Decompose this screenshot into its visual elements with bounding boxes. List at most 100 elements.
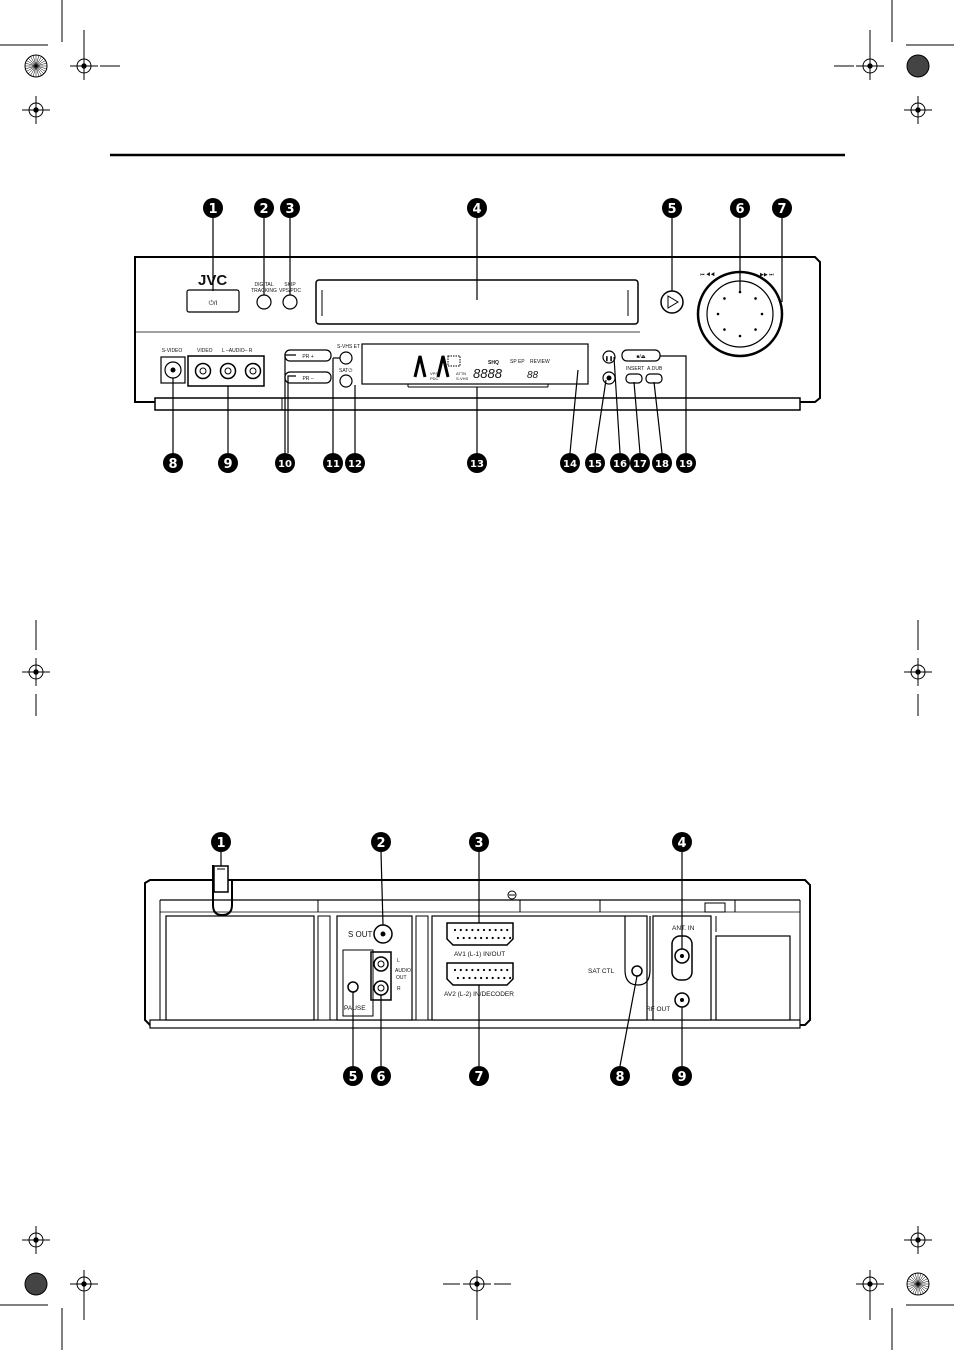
front-callout-4: 4 xyxy=(472,202,481,217)
scart-pin xyxy=(482,968,486,972)
scart-pin xyxy=(485,936,488,940)
scart-pin xyxy=(480,976,483,980)
sat-ctl-label: SAT CTL xyxy=(588,968,615,975)
scart-pin xyxy=(509,936,512,940)
front-callout-19: 19 xyxy=(679,459,693,470)
display-digits-small: 88 xyxy=(527,370,539,381)
rear-leader-lines xyxy=(220,851,683,1067)
fl-display: SHQ SP EP REVIEW 8888 88 VPS PDC ATTN S-… xyxy=(413,355,550,381)
scart-pin xyxy=(471,928,474,932)
video-label: VIDEO xyxy=(197,348,213,354)
rear-callout-2-marker xyxy=(371,832,391,852)
rear-panel-diagram: S OUT PAUSE L AUDIO OUT R AV1 (L-1) IN/O… xyxy=(144,865,811,1029)
adub-label: A.DUB xyxy=(647,366,663,372)
sat-button[interactable] xyxy=(339,374,353,388)
audio-out-label-1: L xyxy=(397,958,400,964)
front-callout-13: 13 xyxy=(470,459,484,470)
pause-jack[interactable] xyxy=(347,981,359,993)
dial-dot xyxy=(723,297,726,300)
scart-pin xyxy=(509,976,512,980)
skip-button[interactable] xyxy=(282,294,298,310)
display-digits: 8888 xyxy=(473,366,503,381)
front-callout-17: 17 xyxy=(633,459,647,470)
front-callout-1-marker xyxy=(203,198,223,218)
display-misc-4: S-VHS xyxy=(456,376,469,381)
display-misc-1: VPS xyxy=(430,371,438,376)
rewind-symbol: ⏮ ◀◀ xyxy=(700,272,715,278)
pr-plus-label: PR + xyxy=(302,354,313,360)
rear-callout-5-marker xyxy=(343,1066,363,1086)
front-callout-12-marker xyxy=(345,453,365,473)
scart-pin xyxy=(453,968,457,972)
front-callout-2: 2 xyxy=(259,202,268,217)
display-review: REVIEW xyxy=(530,359,550,365)
scart-pin xyxy=(488,968,491,972)
front-callout-5-marker xyxy=(662,198,682,218)
scart-pin xyxy=(465,968,468,972)
front-callout-15: 15 xyxy=(588,459,602,470)
front-callout-15-marker xyxy=(585,453,605,473)
front-callout-12: 12 xyxy=(348,459,362,470)
front-callout-8-marker xyxy=(163,453,183,473)
svhs-et-label: S-VHS ET xyxy=(337,344,360,350)
scart-pin xyxy=(468,976,471,980)
front-callout-18: 18 xyxy=(655,459,669,470)
rear-callout-3: 3 xyxy=(474,836,483,851)
front-callout-5: 5 xyxy=(667,202,676,217)
front-callout-3-marker xyxy=(280,198,300,218)
scart-pin xyxy=(503,936,506,940)
front-callout-4-marker xyxy=(467,198,487,218)
av2-scart[interactable] xyxy=(446,962,514,986)
rear-callout-8-marker xyxy=(610,1066,630,1086)
rear-callout-3-marker xyxy=(469,832,489,852)
adub-button[interactable] xyxy=(645,373,663,384)
pause-label: PAUSE xyxy=(344,1005,366,1012)
av1-label: AV1 (L-1) IN/OUT xyxy=(454,951,505,958)
scart-pin xyxy=(459,928,462,932)
pause-button[interactable] xyxy=(602,350,616,364)
sat-ctl-jack[interactable] xyxy=(631,965,643,977)
display-misc-2: PDC xyxy=(430,376,439,381)
rear-callout-1-marker xyxy=(211,832,231,852)
rear-callout-2: 2 xyxy=(376,836,385,851)
stop-eject-label: ■/⏏ xyxy=(636,354,645,360)
s-out-label: S OUT xyxy=(348,930,373,939)
front-callout-9: 9 xyxy=(223,457,232,472)
record-icon xyxy=(606,375,612,381)
front-leader-lines xyxy=(172,218,783,454)
svhs-et-button[interactable] xyxy=(339,351,353,365)
play-button[interactable] xyxy=(660,290,684,314)
insert-button[interactable] xyxy=(625,373,643,384)
rear-callout-5: 5 xyxy=(348,1070,357,1085)
digital-tracking-button[interactable] xyxy=(256,294,272,310)
scart-pin xyxy=(491,976,494,980)
av1-scart[interactable] xyxy=(446,922,514,946)
rear-callout-6: 6 xyxy=(376,1070,385,1085)
audio-out-label-4: R xyxy=(397,986,401,992)
rear-callout-6-marker xyxy=(371,1066,391,1086)
display-sp-ep: SP EP xyxy=(510,359,525,365)
rear-callout-8: 8 xyxy=(615,1070,624,1085)
display-window xyxy=(361,343,589,385)
front-callout-11-marker xyxy=(323,453,343,473)
play-icon xyxy=(667,295,679,309)
av1-scart-pins xyxy=(453,928,512,940)
front-callout-3: 3 xyxy=(285,202,294,217)
front-callout-10: 10 xyxy=(278,459,292,470)
audio-label: L –AUDIO– R xyxy=(222,348,253,354)
rf-out-label: RF OUT xyxy=(646,1006,670,1013)
scart-pin xyxy=(459,968,462,972)
av2-scart-pins xyxy=(453,968,512,980)
front-callout-14-marker xyxy=(560,453,580,473)
rear-callout-9: 9 xyxy=(677,1070,686,1085)
scart-pin xyxy=(462,976,465,980)
scart-pin xyxy=(462,936,465,940)
scart-pin xyxy=(456,936,459,940)
front-callout-17-marker xyxy=(630,453,650,473)
front-callout-9-marker xyxy=(218,453,238,473)
dial-dot xyxy=(754,297,757,300)
ff-symbol: ▶▶ ⏭ xyxy=(760,272,774,278)
